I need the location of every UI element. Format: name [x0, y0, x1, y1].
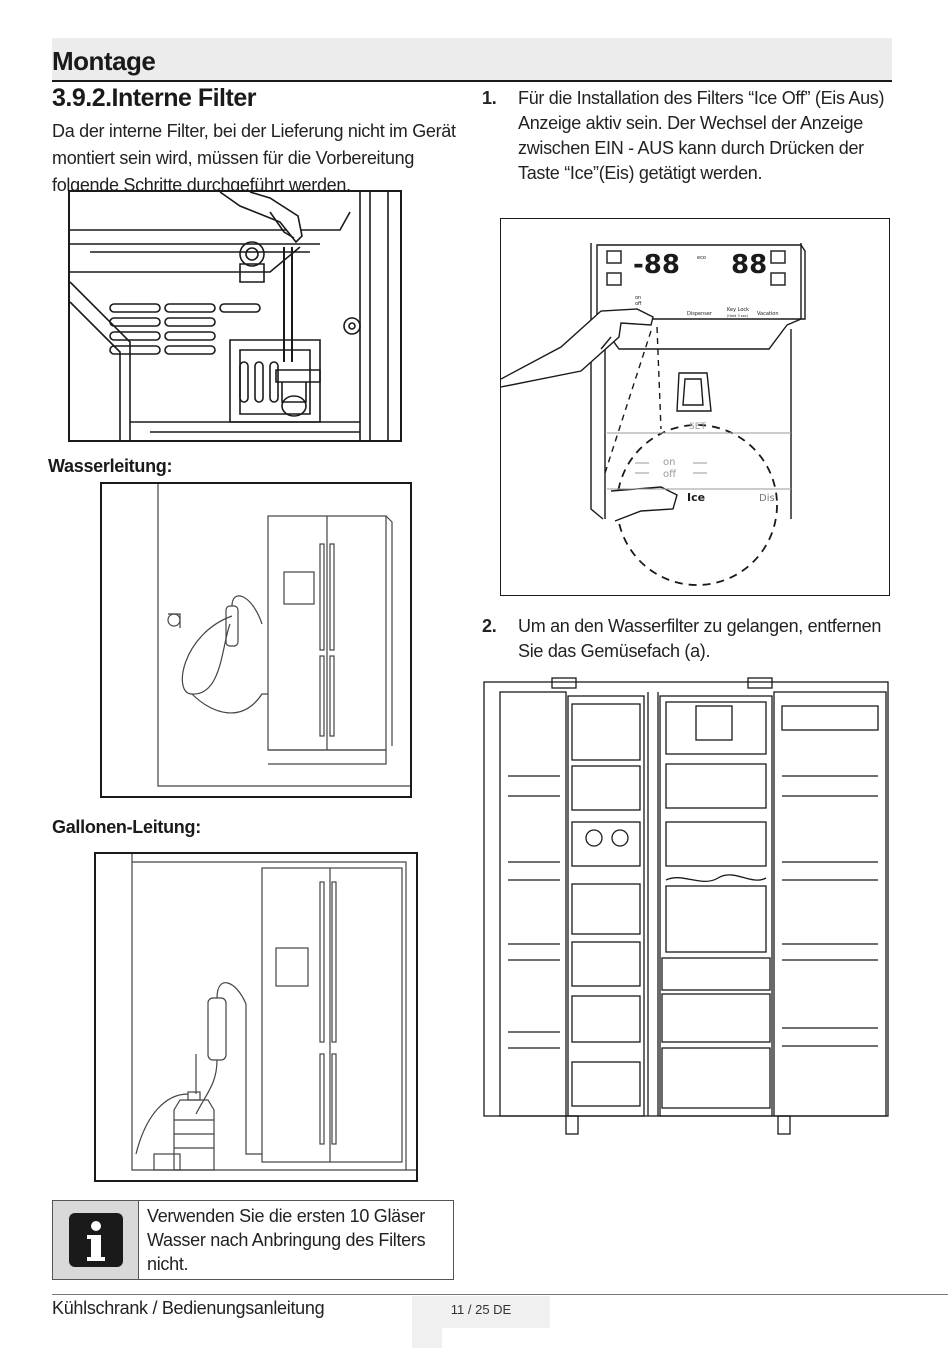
- fridge-interior-illustration: [482, 676, 892, 1146]
- intro-paragraph: Da der interne Filter, bei der Lieferung…: [52, 121, 456, 195]
- off-label: off: [635, 301, 642, 307]
- water-line-label: Wasserleitung:: [48, 456, 173, 476]
- info-note: Verwenden Sie die ersten 10 Gläser Wasse…: [52, 1200, 454, 1280]
- info-icon: [69, 1213, 123, 1267]
- vacation-label: Vacation: [757, 311, 779, 317]
- display-left: -88: [633, 250, 680, 280]
- control-panel-illustration: -88 88 eco on off Dispenser Key Lock (Ho…: [500, 218, 890, 596]
- zoom-off-label: off: [663, 469, 677, 480]
- step-text: Um an den Wasserfilter zu gelangen, entf…: [518, 616, 882, 661]
- header-bar: [52, 38, 892, 82]
- step-text: Für die Installation des Filters “Ice Of…: [518, 88, 885, 183]
- eco-label: eco: [697, 255, 706, 261]
- section-title: Montage: [52, 46, 156, 76]
- water-line-illustration: [100, 482, 412, 798]
- footer-divider: [52, 1294, 948, 1295]
- zoom-set-label: SET: [689, 422, 706, 432]
- step-1: 1. Für die Installation des Filters “Ice…: [482, 86, 892, 186]
- zoom-ice-label: Ice: [687, 491, 705, 504]
- key-lock-label: Key Lock: [727, 307, 749, 313]
- page-number: 11 / 25 DE: [450, 1302, 512, 1317]
- zoom-on-label: on: [663, 457, 675, 468]
- step-number: 1.: [482, 88, 497, 108]
- gallon-line-illustration: [94, 852, 418, 1182]
- display-right: 88: [731, 250, 767, 280]
- footer-document-title: Kühlschrank / Bedienungsanleitung: [52, 1298, 325, 1318]
- filter-illustration: [68, 190, 402, 442]
- info-text: Verwenden Sie die ersten 10 Gläser Wasse…: [147, 1206, 426, 1274]
- step-number: 2.: [482, 616, 497, 636]
- key-lock-hint: (Hold 3 sec): [727, 314, 749, 318]
- info-icon-cell: [53, 1201, 139, 1279]
- sub-heading: 3.9.2.Interne Filter: [52, 84, 256, 112]
- zoom-dis-label: Dis: [759, 493, 775, 504]
- dispenser-label: Dispenser: [687, 311, 713, 317]
- step-2: 2. Um an den Wasserfilter zu gelangen, e…: [482, 614, 892, 674]
- gallon-line-label: Gallonen-Leitung:: [52, 817, 201, 837]
- footer-page-tab: [412, 1328, 442, 1348]
- footer-page-box: [412, 1296, 550, 1328]
- on-label: on: [635, 295, 641, 301]
